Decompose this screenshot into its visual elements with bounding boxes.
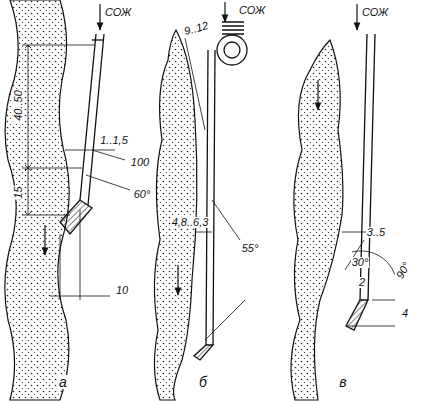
dimension: 15 (13, 185, 24, 199)
dimension: 10 (115, 285, 129, 296)
coolant-label: СОЖ (361, 7, 389, 18)
nozzle-a (60, 34, 104, 234)
dimension: 3..5 (366, 227, 386, 238)
coolant-label: СОЖ (104, 7, 132, 18)
dimension: 9..12 (182, 19, 210, 36)
figure-letter: в (338, 375, 347, 389)
nozzle-b (194, 22, 247, 360)
dimension: 2 (358, 277, 366, 288)
dimension: 40..50 (13, 89, 24, 122)
angle-dimension: 55° (241, 243, 260, 254)
dimension: 100 (130, 157, 150, 168)
flow-arrows (45, 2, 357, 295)
angle-dimension: 60° (133, 189, 152, 200)
coolant-label: СОЖ (238, 5, 266, 16)
angle-dimension: 90° (394, 259, 413, 281)
dimension: 1..1,5 (99, 135, 129, 146)
angle-dimension: 30° (351, 257, 370, 268)
dimension-lines (22, 38, 395, 340)
nozzle-c (346, 34, 375, 330)
figure-letter: а (58, 375, 68, 389)
figure-letter: б (198, 375, 208, 389)
grinding-wheel (5, 0, 343, 400)
dimension: 4 (401, 308, 409, 319)
dimension: 4,8..6,3 (171, 217, 210, 228)
